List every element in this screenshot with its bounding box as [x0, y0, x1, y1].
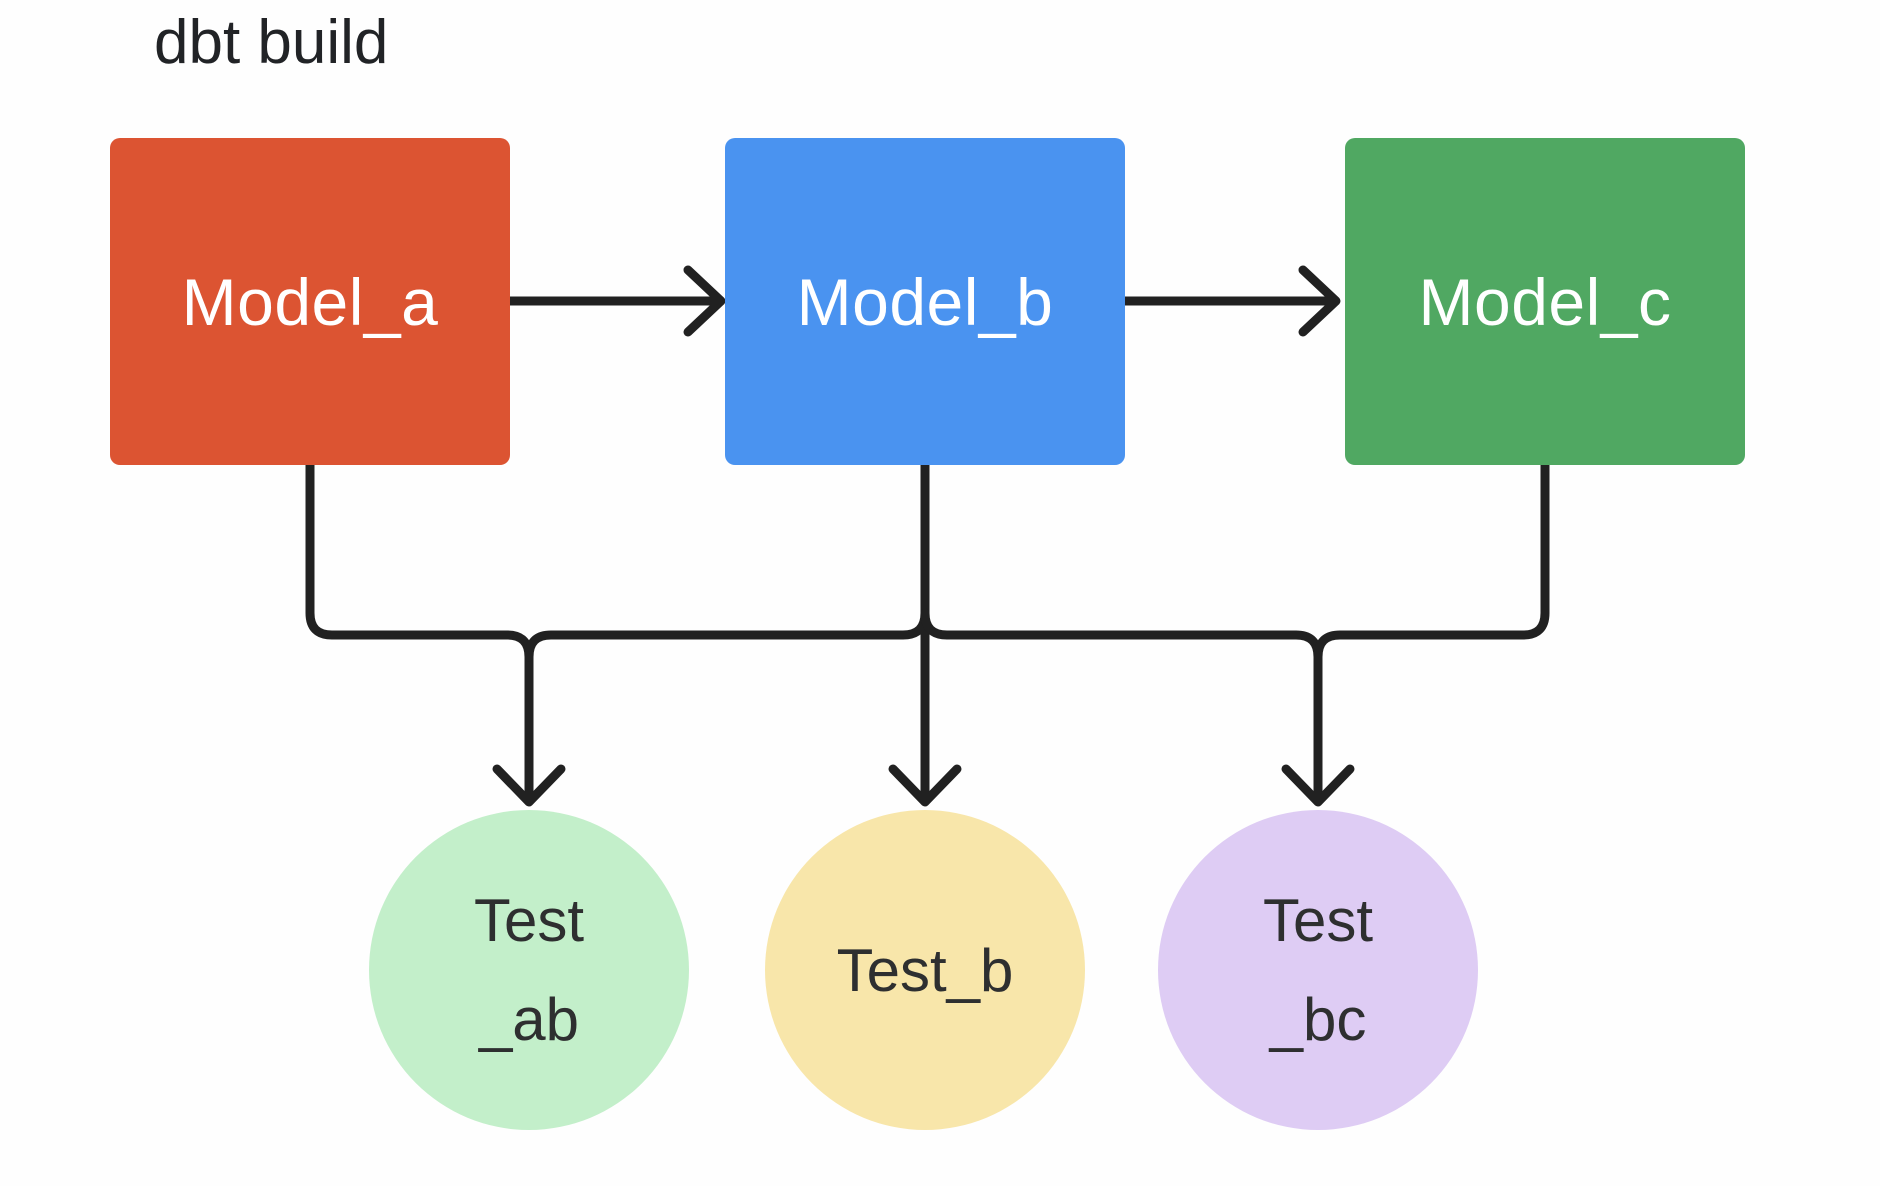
edge-model-c-to-test-bc-arrow — [1281, 460, 1550, 807]
node-model-b: Model_b — [725, 138, 1125, 465]
edge-model-b-to-test-b-arrow — [888, 460, 962, 807]
edge-group — [305, 265, 1550, 807]
node-test-b: Test_b — [765, 810, 1085, 1130]
node-test-bc: Test _bc — [1158, 810, 1478, 1130]
edge-model-b-to-model-c-arrow — [1120, 265, 1341, 337]
node-model-c: Model_c — [1345, 138, 1745, 465]
node-test-b-label: Test_b — [836, 936, 1014, 1004]
node-test-ab: Test _ab — [369, 810, 689, 1130]
edge-model-a-to-model-b-arrow — [505, 265, 726, 337]
node-model-a-label: Model_a — [181, 264, 439, 339]
edge-model-b-to-test-bc-branch — [920, 608, 1323, 662]
node-model-b-label: Model_b — [796, 264, 1054, 339]
node-model-a: Model_a — [110, 138, 510, 465]
node-test-ab-label: Test _ab — [473, 887, 585, 1053]
node-test-bc-label: Test _bc — [1262, 887, 1374, 1053]
edge-model-a-to-test-ab-arrow — [305, 460, 566, 807]
diagram-title: dbt build — [154, 8, 389, 77]
edge-model-b-to-test-ab-branch — [524, 608, 930, 662]
node-model-c-label: Model_c — [1418, 264, 1672, 339]
